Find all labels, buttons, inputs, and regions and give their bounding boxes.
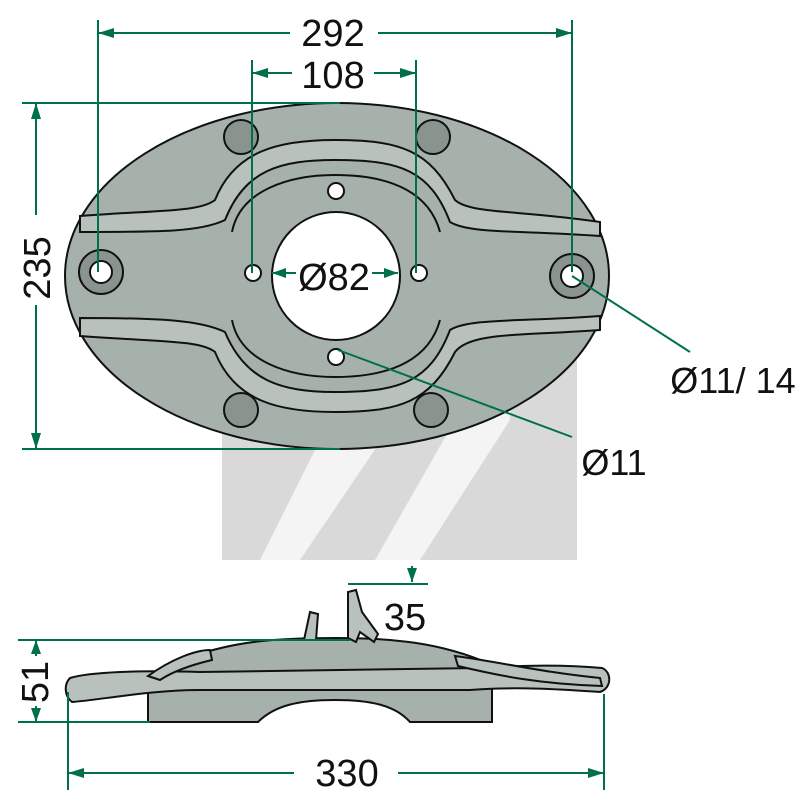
dimension-292: 292	[97, 13, 573, 272]
dimension-bore: Ø82	[272, 257, 398, 299]
small-hole-top	[327, 182, 345, 200]
dimension-235: 235	[17, 102, 340, 450]
disc-top-view	[64, 102, 610, 450]
small-hole-right	[410, 264, 428, 282]
label-292: 292	[301, 13, 364, 55]
dimension-330: 330	[67, 692, 605, 795]
center-bore-hole	[271, 211, 401, 341]
label-235: 235	[17, 236, 59, 299]
dimension-35: 35	[348, 566, 428, 639]
dimension-outer-hole: Ø11/ 14	[571, 275, 796, 401]
label-outer-hole: Ø11/ 14	[670, 360, 795, 401]
dimension-inner-hole: Ø11	[337, 349, 647, 483]
dimension-108: 108	[251, 55, 417, 273]
boss-bottom-right	[413, 392, 449, 428]
outer-hole-left	[89, 260, 113, 284]
dimension-51: 51	[15, 639, 350, 723]
label-330: 330	[315, 753, 378, 795]
label-108: 108	[301, 55, 364, 97]
label-inner-hole: Ø11	[581, 442, 646, 483]
label-35: 35	[384, 597, 426, 639]
label-bore: Ø82	[298, 257, 370, 299]
boss-top-left	[223, 119, 259, 155]
boss-top-right	[415, 119, 451, 155]
disc-side-view	[64, 588, 611, 723]
boss-bottom-left	[223, 392, 259, 428]
label-51: 51	[15, 661, 57, 703]
small-hole-bottom	[327, 348, 345, 366]
